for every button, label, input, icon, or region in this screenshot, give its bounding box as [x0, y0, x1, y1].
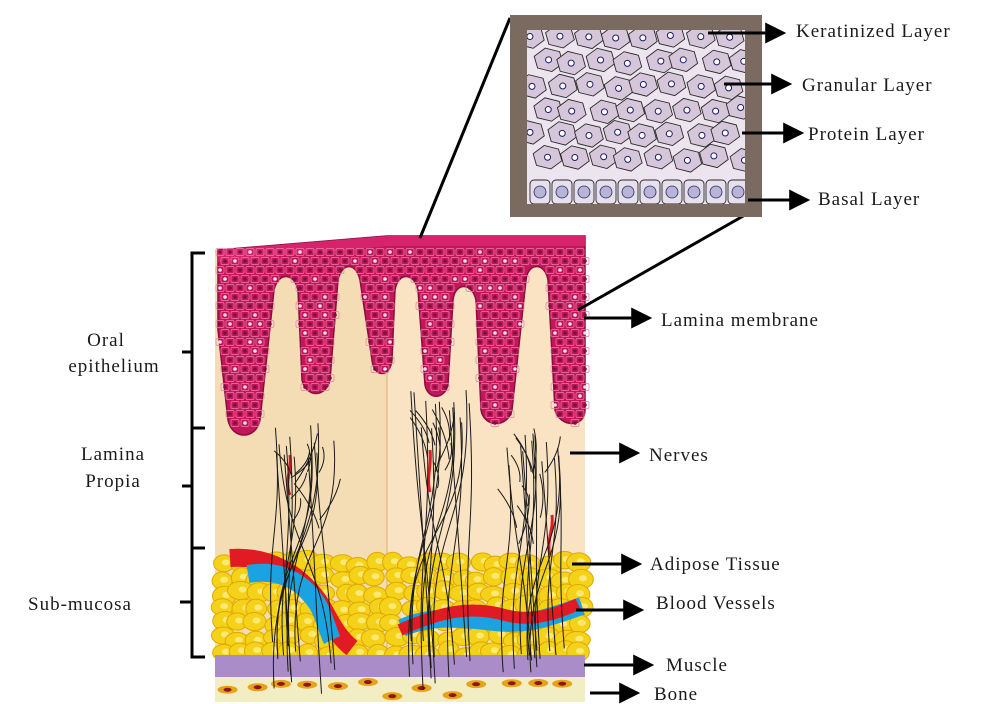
label-lamina-membrane: Lamina membrane	[661, 310, 819, 331]
bracket-submucosa	[180, 548, 205, 657]
label-bone: Bone	[654, 684, 698, 704]
tissue-block	[211, 236, 593, 702]
label-lamina: Lamina	[81, 444, 145, 465]
label-protein-layer: Protein Layer	[808, 124, 925, 145]
zoom-line-right	[578, 215, 745, 310]
label-nerves: Nerves	[649, 445, 709, 466]
label-muscle: Muscle	[666, 655, 728, 676]
bracket-lamina-propria	[182, 428, 205, 548]
bracket-oral-epithelium	[182, 253, 205, 428]
label-basal-layer: Basal Layer	[818, 189, 920, 210]
label-propia: Propia	[85, 471, 141, 492]
label-oral: Oral	[87, 330, 125, 351]
zoom-line-left	[420, 18, 510, 238]
label-epithelium: epithelium	[68, 356, 159, 377]
muscle-band	[215, 655, 585, 677]
label-keratinized-layer: Keratinized Layer	[796, 21, 951, 42]
label-sub-mucosa: Sub-mucosa	[28, 594, 132, 615]
left-brackets	[180, 253, 205, 657]
label-granular-layer: Granular Layer	[802, 75, 933, 96]
label-adipose-tissue: Adipose Tissue	[650, 554, 781, 575]
label-blood-vessels: Blood Vessels	[656, 593, 776, 614]
